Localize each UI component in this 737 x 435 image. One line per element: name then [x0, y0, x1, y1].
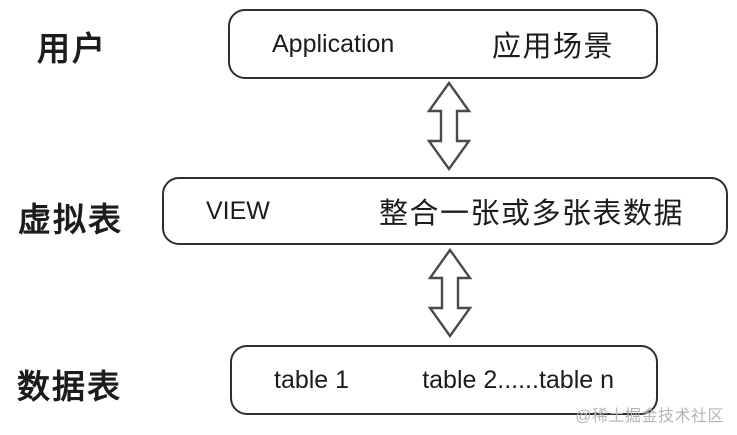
layer-label-virtual-table: 虚拟表 — [18, 201, 123, 238]
double-arrow-icon — [426, 81, 472, 171]
tables-box-first-table: table 1 — [274, 365, 350, 394]
tables-box-more-tables: table 2......table n — [422, 365, 614, 394]
view-box-description: 整合一张或多张表数据 — [378, 198, 684, 230]
layer-label-data-table: 数据表 — [17, 368, 122, 405]
view-box-name: VIEW — [206, 196, 270, 225]
double-arrow-icon — [427, 248, 473, 338]
application-box: Application 应用场景 — [228, 9, 658, 79]
layer-label-user: 用户 — [37, 30, 107, 67]
application-box-description: 应用场景 — [491, 31, 614, 63]
view-box: VIEW 整合一张或多张表数据 — [162, 177, 728, 245]
watermark: @稀土掘金技术社区 — [575, 408, 724, 425]
application-box-name: Application — [272, 29, 395, 58]
tables-box: table 1 table 2......table n — [230, 345, 658, 415]
